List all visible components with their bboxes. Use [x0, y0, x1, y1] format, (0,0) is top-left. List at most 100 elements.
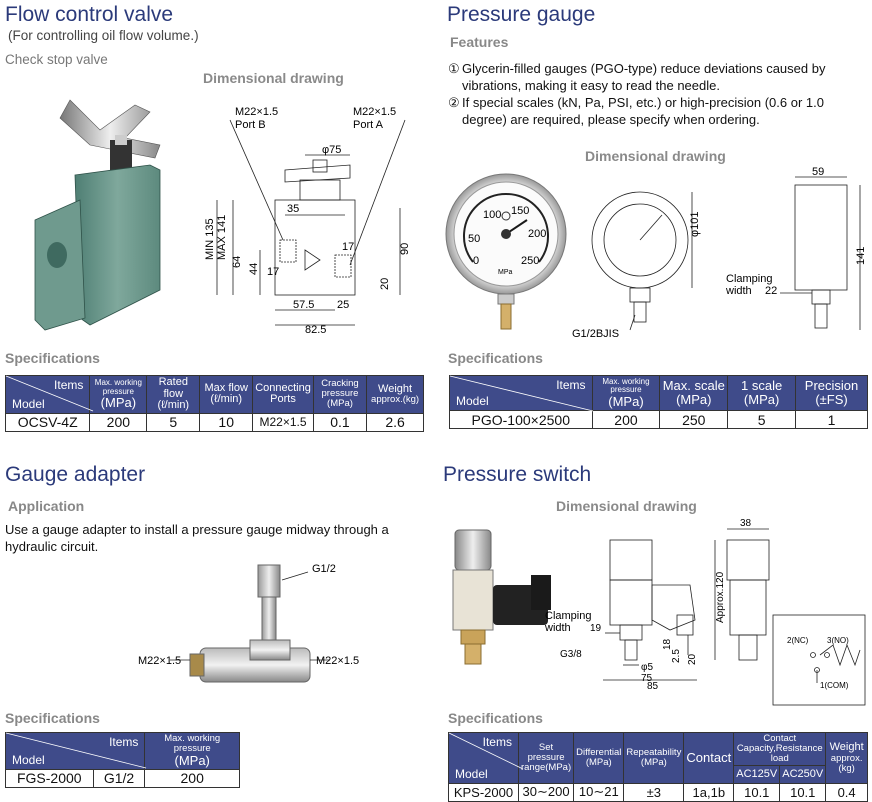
- col-precision: Precision(±FS): [795, 375, 868, 411]
- dim-25: 25: [337, 299, 349, 311]
- flow-valve-drawing-title: Dimensional drawing: [203, 70, 344, 86]
- label-g38: G3/8: [560, 649, 582, 660]
- dim-44: 44: [248, 263, 260, 275]
- col-set-pressure: Set pressure range(MPa): [517, 732, 575, 784]
- col-max-flow: Max flow(ℓ/min): [199, 375, 254, 414]
- dim-g12bjis: G1/2BJIS: [572, 328, 619, 340]
- dim-20: 20: [379, 278, 391, 290]
- dial-250: 250: [521, 255, 539, 267]
- col-max-working-pressure: Max. working pressure(MPa): [591, 375, 661, 411]
- dim-35: 35: [287, 203, 299, 215]
- adapter-spec-table: Items Model Max. working pressure(MPa) F…: [4, 732, 240, 788]
- port-a-thread: M22×1.5: [353, 106, 396, 118]
- cell-model: FGS-2000: [5, 768, 94, 788]
- cell-pressure: 200: [144, 768, 240, 788]
- label-nc: 2(NC): [787, 636, 809, 645]
- dim-phi101: φ101: [689, 212, 701, 238]
- cell-model: OCSV-4Z: [4, 412, 91, 432]
- dim-22: 22: [765, 285, 777, 297]
- port-a-label: Port A: [353, 119, 384, 131]
- port-b-thread: M22×1.5: [235, 106, 278, 118]
- pressure-switch-title: Pressure switch: [443, 463, 592, 486]
- col-max-scale: Max. scale(MPa): [659, 375, 729, 411]
- col-contact: Contact: [683, 732, 735, 784]
- features-title: Features: [450, 34, 509, 50]
- width-label: width: [725, 285, 752, 297]
- cell-differential: 10∼21: [573, 782, 625, 802]
- dim-2-5: 2.5: [671, 649, 682, 663]
- dim-57-5: 57.5: [293, 299, 314, 311]
- dim-max141: MAX 141: [216, 215, 228, 260]
- clamping-label: Clamping: [545, 610, 591, 622]
- col-differential: Differential (MPa): [573, 732, 625, 784]
- table-row: FGS-2000 G1/2 200: [5, 768, 240, 788]
- dim-59: 59: [812, 166, 824, 178]
- flow-valve-title: Flow control valve: [5, 3, 174, 26]
- dim-17b: 17: [342, 241, 354, 253]
- cell-cracking: 0.1: [312, 412, 368, 432]
- dim-64: 64: [231, 256, 243, 268]
- cell-1-scale: 5: [727, 410, 797, 429]
- table-corner: Items Model: [448, 732, 524, 784]
- table-row: PGO-100×2500 200 250 5 1: [449, 410, 868, 429]
- cell-model: PGO-100×2500: [449, 410, 593, 429]
- dial-150: 150: [511, 205, 529, 217]
- dim-85: 85: [647, 681, 659, 692]
- flow-valve-product: Check stop valve: [5, 52, 108, 67]
- flow-valve-drawing: M22×1.5 Port B M22×1.5 Port A φ75 35 MIN…: [204, 106, 411, 336]
- label-g12: G1/2: [312, 563, 336, 575]
- switch-spec-table: Items Model Set pressure range(MPa) Diff…: [448, 732, 868, 802]
- cell-model: KPS-2000: [448, 782, 519, 802]
- pressure-gauge-photo: 100 150 200 50 250 0 MPa: [445, 173, 567, 330]
- switch-spec-title: Specifications: [448, 710, 543, 726]
- application-text: Use a gauge adapter to install a pressur…: [5, 522, 389, 554]
- cell-set-pressure: 30∼200: [517, 782, 575, 802]
- gauge-adapter-title: Gauge adapter: [5, 463, 146, 486]
- dial-unit: MPa: [498, 269, 513, 276]
- col-1-scale: 1 scale(MPa): [727, 375, 797, 411]
- dim-min135: MIN 135: [204, 218, 216, 260]
- cell-weight: 0.4: [825, 782, 868, 802]
- cell-weight: 2.6: [366, 412, 424, 432]
- col-max-working-pressure: Max. working pressure(MPa): [89, 375, 148, 414]
- label-no: 3(NO): [827, 636, 849, 645]
- application-title: Application: [8, 498, 85, 514]
- gauge-drawing-title: Dimensional drawing: [585, 148, 726, 164]
- pressure-gauge-title: Pressure gauge: [447, 3, 596, 26]
- flow-valve-subtitle: (For controlling oil flow volume.): [8, 28, 199, 43]
- cell-max-scale: 250: [659, 410, 729, 429]
- dim-90: 90: [399, 243, 411, 255]
- table-corner: Items Model: [4, 732, 147, 770]
- dim-phi75: φ75: [322, 144, 341, 156]
- label-left-thread: M22×1.5: [138, 655, 181, 667]
- dim-17a: 17: [267, 266, 279, 278]
- label-com: 1(COM): [820, 681, 849, 690]
- col-repeatability: Repeatability (MPa): [623, 732, 685, 784]
- gauge-adapter-photo: G1/2 M22×1.5 M22×1.5: [138, 563, 359, 683]
- cell-thread: G1/2: [92, 768, 146, 788]
- gauge-spec-title: Specifications: [448, 350, 543, 366]
- cell-precision: 1: [795, 410, 868, 429]
- feature-2: ② If special scales (kN, Pa, PSI, etc.) …: [448, 95, 824, 127]
- cell-repeatability: ±3: [623, 782, 685, 802]
- gauge-spec-table: Items Model Max. working pressure(MPa) M…: [449, 375, 868, 429]
- table-row: OCSV-4Z 200 5 10 M22×1.5 0.1 2.6: [4, 412, 424, 432]
- cell-ac250v: 10.1: [779, 782, 827, 802]
- port-b-label: Port B: [235, 119, 266, 131]
- cell-max-flow: 10: [199, 412, 254, 432]
- col-ac250v: AC250V: [779, 764, 827, 784]
- dim-20: 20: [687, 653, 698, 665]
- clamping-label: Clamping: [726, 273, 772, 285]
- dim-phi5: φ5: [641, 662, 653, 673]
- table-corner: Items Model: [4, 375, 94, 414]
- cell-rated-flow: 5: [146, 412, 201, 432]
- col-ac125v: AC125V: [733, 764, 781, 784]
- col-rated-flow: Rated flow(ℓ/min): [146, 375, 201, 414]
- gauge-side-drawing: 59 141 Clamping width 22: [725, 166, 867, 330]
- pressure-switch-drawing: 38 Approx.120 Clamping width 19 G3/8 18 …: [544, 518, 866, 706]
- label-right-thread: M22×1.5: [316, 655, 359, 667]
- flow-valve-spec-title: Specifications: [5, 350, 100, 366]
- dim-82-5: 82.5: [305, 324, 326, 336]
